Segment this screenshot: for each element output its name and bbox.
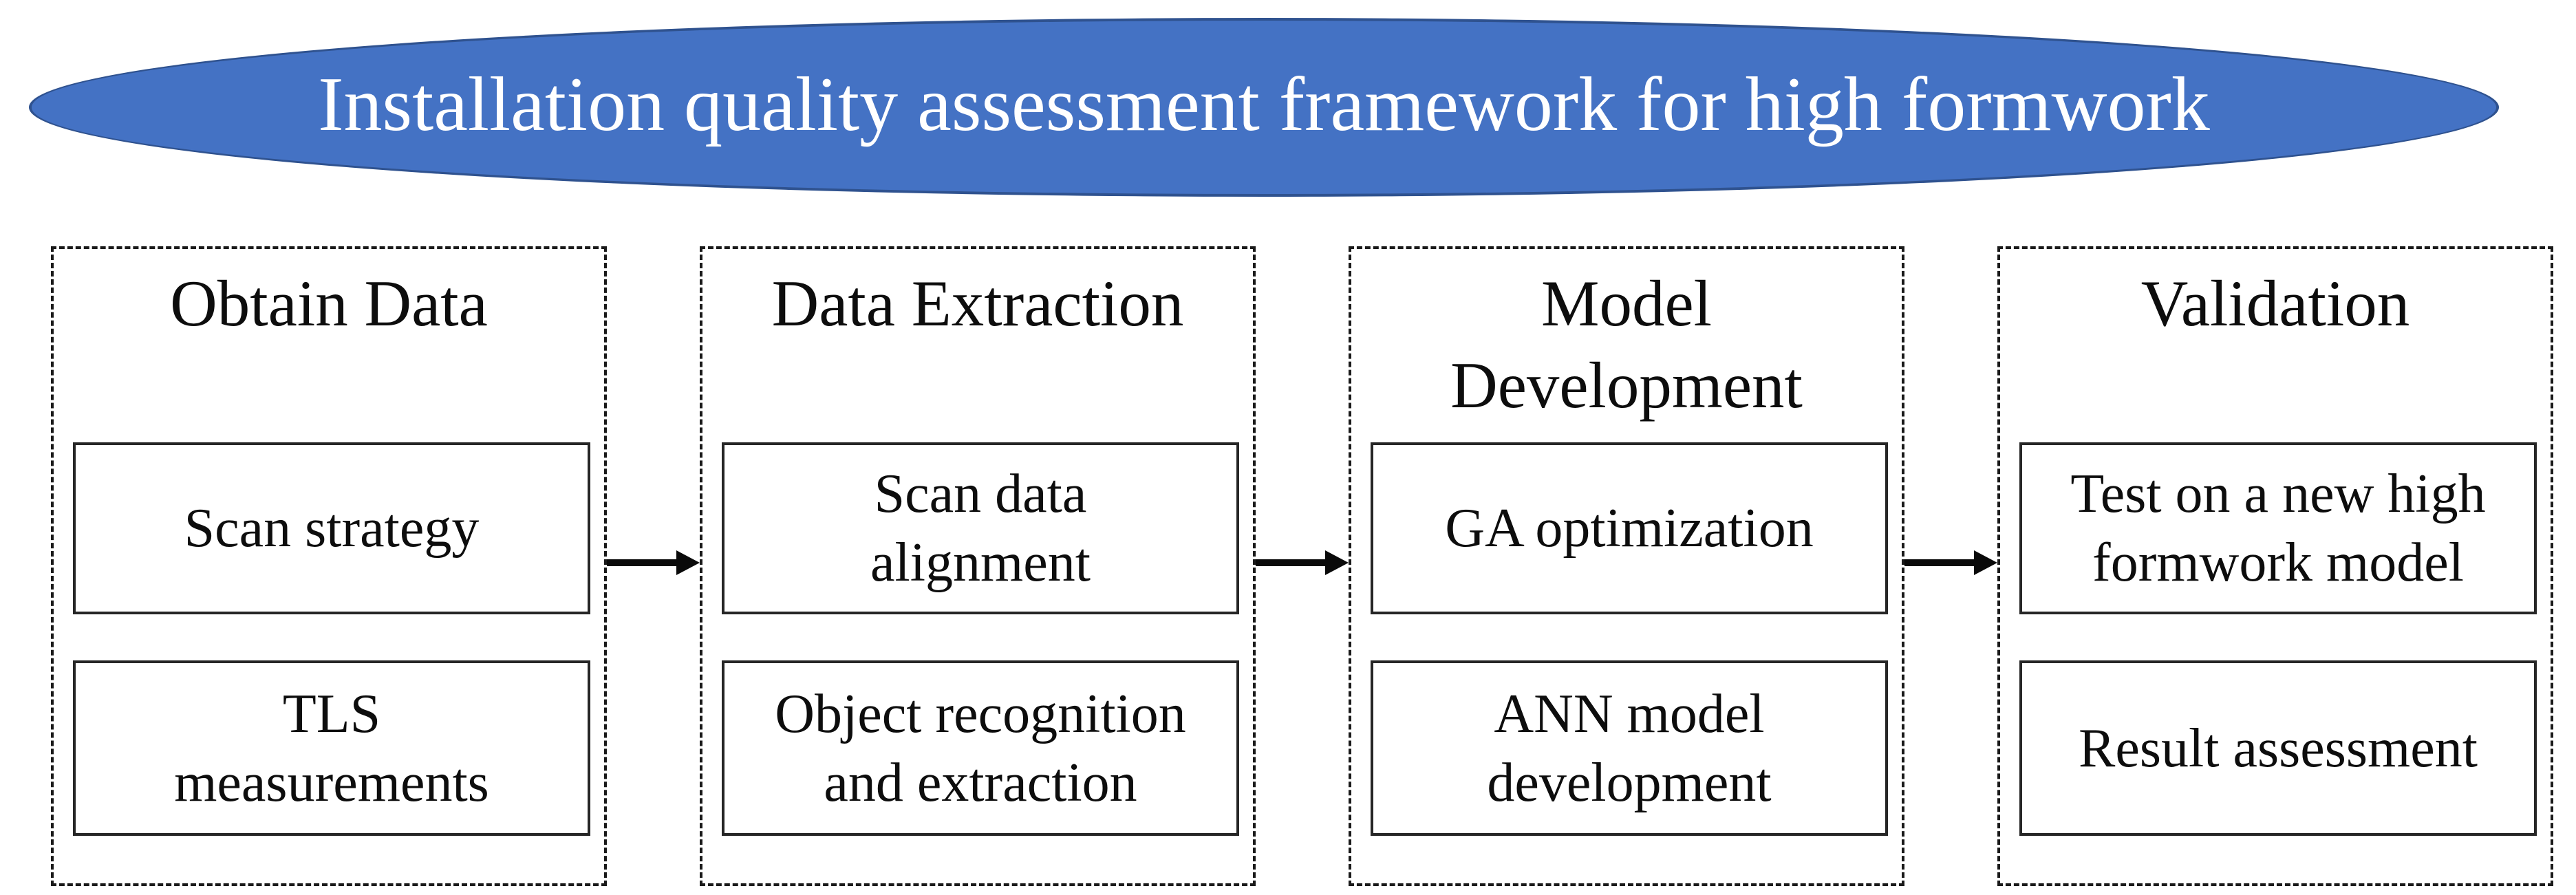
step-label: ANN model development xyxy=(1487,683,1772,813)
step-box-scan-data-alignment: Scan data alignment xyxy=(722,442,1239,614)
arrow-shaft xyxy=(1256,559,1328,566)
stage-column-data-extraction: Data Extraction Scan data alignment Obje… xyxy=(700,246,1256,886)
step-label: TLS measurements xyxy=(174,683,489,813)
step-label: Scan strategy xyxy=(184,498,480,559)
column-title-data-extraction: Data Extraction xyxy=(771,267,1184,340)
column-title-obtain-data: Obtain Data xyxy=(170,267,488,340)
step-box-result-assessment: Result assessment xyxy=(2019,660,2537,836)
banner-title: Installation quality assessment framewor… xyxy=(318,62,2210,147)
step-label: Object recognition and extraction xyxy=(775,683,1186,813)
stage-column-obtain-data: Obtain Data Scan strategy TLS measuremen… xyxy=(51,246,607,886)
stage-column-model-development: Model Development GA optimization ANN mo… xyxy=(1349,246,1904,886)
column-title-model-development: Model Development xyxy=(1450,267,1803,422)
step-box-scan-strategy: Scan strategy xyxy=(73,442,590,614)
step-box-object-recognition-extraction: Object recognition and extraction xyxy=(722,660,1239,836)
step-label: GA optimization xyxy=(1445,498,1814,559)
step-box-ga-optimization: GA optimization xyxy=(1371,442,1888,614)
arrow-shaft xyxy=(1904,559,1977,566)
arrow-head-icon xyxy=(1325,550,1349,575)
arrow-head-icon xyxy=(676,550,700,575)
flow-arrow-icon xyxy=(1256,550,1349,575)
flow-arrow-icon xyxy=(1904,550,1997,575)
arrow-shaft xyxy=(607,559,679,566)
column-title-validation: Validation xyxy=(2140,267,2410,340)
step-box-test-new-formwork-model: Test on a new high formwork model xyxy=(2019,442,2537,614)
step-label: Result assessment xyxy=(2079,718,2478,779)
flow-arrow-icon xyxy=(607,550,700,575)
step-box-tls-measurements: TLS measurements xyxy=(73,660,590,836)
title-banner: Installation quality assessment framewor… xyxy=(29,18,2499,197)
step-label: Test on a new high formwork model xyxy=(2070,464,2486,593)
arrow-head-icon xyxy=(1974,550,1997,575)
step-label: Scan data alignment xyxy=(870,464,1091,593)
step-box-ann-model-development: ANN model development xyxy=(1371,660,1888,836)
stage-column-validation: Validation Test on a new high formwork m… xyxy=(1997,246,2553,886)
